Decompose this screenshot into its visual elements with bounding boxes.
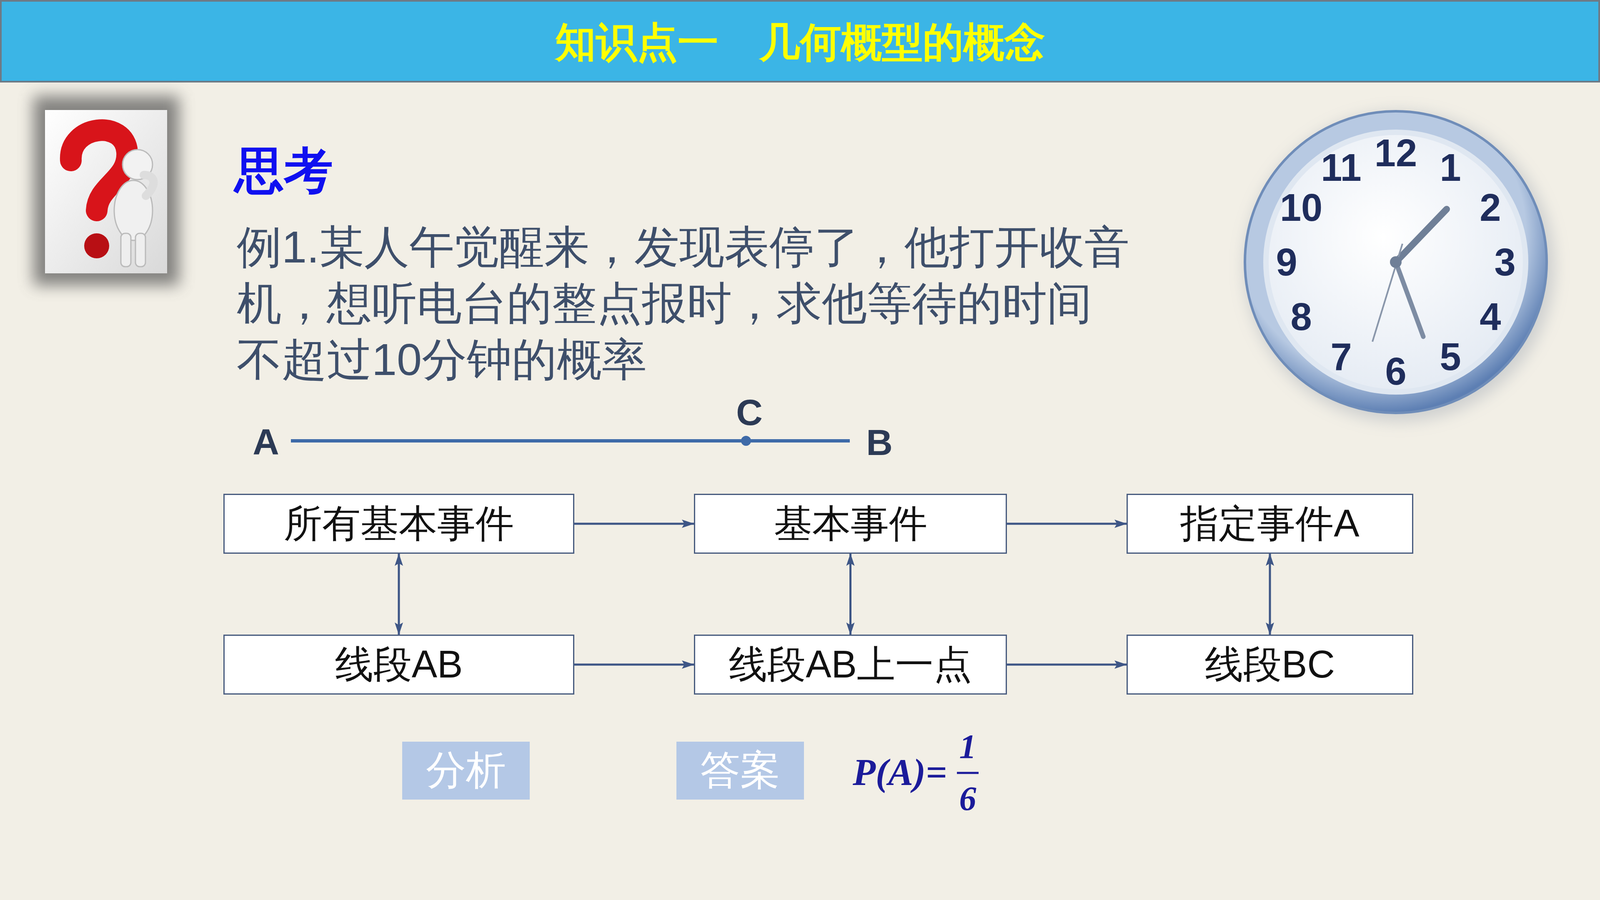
double-arrow <box>398 553 401 635</box>
point-label: A <box>252 420 280 464</box>
button-label: 答案 <box>700 743 781 799</box>
point-label: C <box>736 391 763 434</box>
problem-text: 例1.某人午觉醒来，发现表停了，他打开收音机，想听电台的整点报时，求他等待的时间… <box>236 218 1134 388</box>
slide-title: 知识点一 几何概型的概念 <box>0 15 1600 71</box>
box-label: 线段BC <box>1204 638 1335 691</box>
clock-numeral: 8 <box>1290 295 1313 339</box>
concept-box: 指定事件A <box>1126 493 1414 554</box>
clock-numeral: 3 <box>1494 240 1516 285</box>
action-button: 分析 <box>402 741 530 800</box>
fraction-denominator: 6 <box>959 779 977 819</box>
box-label: 所有基本事件 <box>283 498 514 550</box>
fraction-bar <box>956 772 979 775</box>
clock-numeral: 7 <box>1330 334 1352 379</box>
clock-numeral: 1 <box>1439 145 1461 190</box>
clock-numeral: 6 <box>1384 349 1407 394</box>
clock-numeral: 5 <box>1439 334 1461 379</box>
concept-box: 线段AB <box>223 634 575 695</box>
concept-box: 线段AB上一点 <box>693 634 1007 695</box>
clock-numeral: 2 <box>1479 185 1501 230</box>
fraction-numerator: 1 <box>959 727 977 767</box>
point-label: B <box>866 421 893 464</box>
flow-arrow <box>574 523 694 526</box>
double-arrow <box>849 553 852 635</box>
concept-box: 线段BC <box>1126 634 1414 695</box>
clock-illustration <box>1244 111 1555 422</box>
clock-numeral: 9 <box>1275 240 1298 285</box>
flow-arrow <box>574 663 694 667</box>
segment-figure <box>290 435 850 446</box>
action-button: 答案 <box>676 741 804 800</box>
clock-numeral: 10 <box>1279 185 1323 230</box>
concept-box: 基本事件 <box>693 493 1007 554</box>
button-label: 分析 <box>425 743 506 799</box>
box-label: 线段AB <box>335 638 464 691</box>
question-illustration <box>33 95 180 286</box>
clock-numeral: 12 <box>1374 131 1418 176</box>
box-label: 线段AB上一点 <box>728 638 972 691</box>
clock-numeral: 11 <box>1320 145 1362 190</box>
concept-box: 所有基本事件 <box>223 493 575 554</box>
double-arrow <box>1269 553 1272 635</box>
clock-numeral: 4 <box>1479 295 1501 339</box>
flow-arrow <box>1006 663 1127 667</box>
box-label: 指定事件A <box>1180 498 1360 550</box>
box-label: 基本事件 <box>773 498 928 550</box>
formula-text: P(A)= <box>852 751 947 794</box>
section-heading: 思考 <box>234 137 334 205</box>
flow-arrow <box>1006 523 1127 526</box>
